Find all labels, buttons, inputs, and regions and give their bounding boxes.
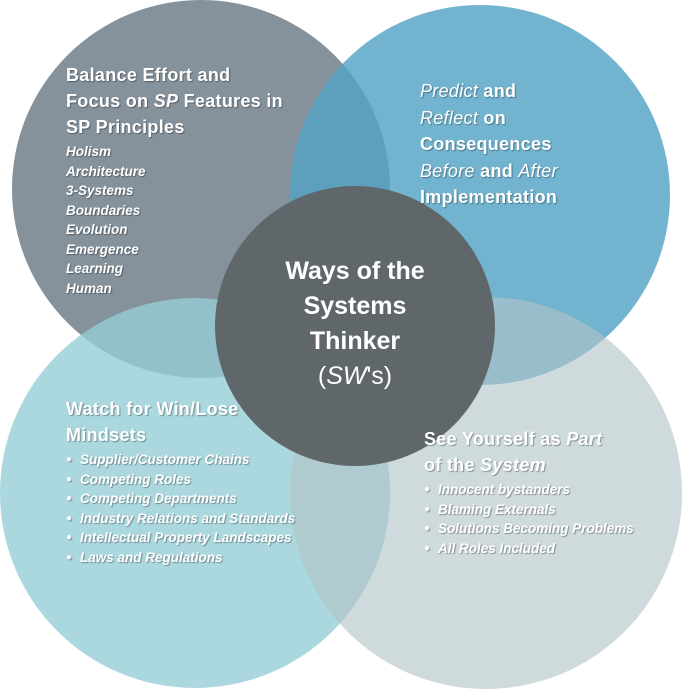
heading-emphasis: System <box>480 455 546 475</box>
list-item: Boundaries <box>66 202 141 218</box>
center-line: Thinker <box>309 327 401 355</box>
predict-reflect-text: Predict and Reflect on Consequences Befo… <box>420 78 640 211</box>
list-item: Evolution <box>66 222 128 237</box>
list-item: Competing Departments <box>66 489 306 509</box>
heading-part: and <box>474 160 519 181</box>
heading-emphasis: Predict <box>420 81 479 101</box>
center-line: Systems <box>303 292 407 320</box>
list-item: All Roles Included <box>424 539 644 559</box>
balance-effort-heading: Balance Effort and Focus on SP Features … <box>66 62 366 140</box>
part-of-system-heading: See Yourself as Part of the System <box>424 426 644 478</box>
heading-part: and <box>478 81 517 101</box>
sp-principles-list: Holism Architecture 3-Systems Boundaries… <box>66 142 366 298</box>
list-item: Holism <box>66 144 112 159</box>
heading-part: of the <box>424 455 481 475</box>
heading-line: Before and After <box>420 158 640 185</box>
heading-emphasis: Reflect <box>420 107 479 128</box>
win-lose-text: Watch for Win/Lose Mindsets Supplier/Cus… <box>66 396 306 567</box>
list-item: Innocent bystanders <box>424 480 644 500</box>
circle-center-ways <box>215 186 495 466</box>
heading-part: Consequences <box>420 134 552 154</box>
list-item: Human <box>66 280 112 296</box>
heading-line: Reflect on <box>420 105 640 132</box>
center-line: (SW's) <box>215 359 495 394</box>
heading-line: Balance Effort and <box>66 65 231 85</box>
heading-line: Predict and <box>420 78 640 105</box>
heading-line: Implementation <box>420 184 640 211</box>
list-item: Industry Relations and Standards <box>66 509 306 529</box>
center-title: Ways of the Systems Thinker (SW's) <box>215 254 495 394</box>
heading-part: Focus on <box>66 91 154 111</box>
heading-emphasis: Before <box>420 160 475 181</box>
heading-part: on <box>478 107 507 128</box>
list-item: Architecture <box>66 163 146 179</box>
part-of-system-list: Innocent bystanders Blaming Externals So… <box>424 480 644 558</box>
heading-emphasis: Part <box>566 429 603 449</box>
heading-part: See Yourself as <box>424 429 567 449</box>
heading-emphasis: After <box>518 160 558 181</box>
list-item: 3-Systems <box>66 183 134 198</box>
list-item: Laws and Regulations <box>66 548 306 568</box>
balance-effort-text: Balance Effort and Focus on SP Features … <box>66 62 366 298</box>
list-item: Emergence <box>66 241 139 257</box>
list-item: Blaming Externals <box>424 500 644 520</box>
heading-emphasis: SP <box>153 91 179 111</box>
list-item: Supplier/Customer Chains <box>66 450 306 470</box>
part-of-system-text: See Yourself as Part of the System Innoc… <box>424 426 644 558</box>
win-lose-heading: Watch for Win/Lose Mindsets <box>66 396 306 448</box>
heading-line: SP Principles <box>66 117 185 137</box>
center-part: ( <box>317 362 327 390</box>
heading-line: Mindsets <box>66 425 147 445</box>
heading-part: Features in <box>178 91 283 111</box>
win-lose-list: Supplier/Customer Chains Competing Roles… <box>66 450 306 567</box>
heading-line: Watch for Win/Lose <box>66 399 239 419</box>
heading-line: Focus on SP Features in <box>66 88 366 114</box>
heading-line: of the System <box>424 452 644 478</box>
list-item: Solutions Becoming Problems <box>424 519 644 539</box>
list-item: Intellectual Property Landscapes <box>66 528 306 548</box>
center-part: 's) <box>366 362 393 390</box>
heading-line: Consequences <box>420 131 640 158</box>
list-item: Competing Roles <box>66 470 306 490</box>
center-line: Ways of the <box>285 257 425 285</box>
center-emphasis: SW <box>326 362 367 390</box>
heading-part: Implementation <box>420 187 558 207</box>
predict-reflect-heading: Predict and Reflect on Consequences Befo… <box>420 78 640 211</box>
list-item: Learning <box>66 261 124 276</box>
heading-line: See Yourself as Part <box>424 426 644 452</box>
